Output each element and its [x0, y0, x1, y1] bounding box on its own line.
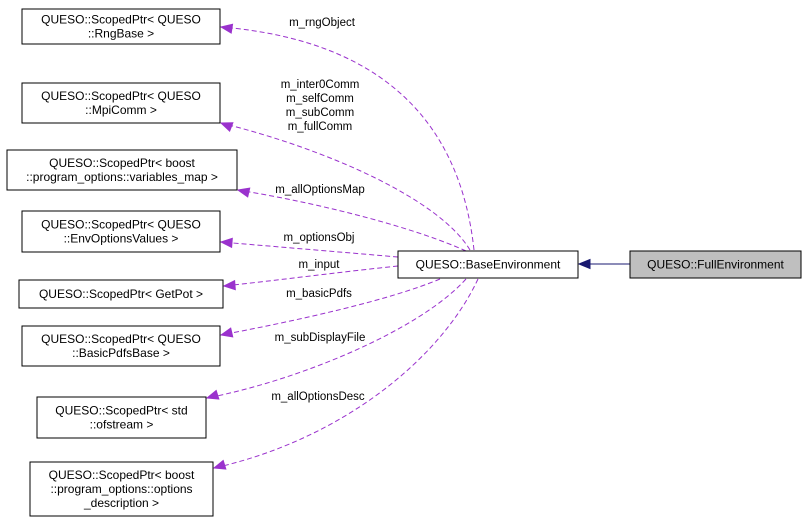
class-node-label: ::MpiComm >	[85, 103, 157, 117]
class-node-box	[629, 250, 802, 279]
class-node-basicpdfs[interactable]: QUESO::ScopedPtr< QUESO::BasicPdfsBase >	[21, 325, 221, 367]
class-node-label: ::BasicPdfsBase >	[72, 346, 170, 360]
arrowhead	[219, 327, 234, 338]
edge-label-getpot: m_input	[299, 259, 341, 271]
class-node-box	[18, 279, 224, 309]
edge-label-mpi: m_selfComm	[286, 93, 354, 105]
composition-edge-basicpdfs	[219, 278, 441, 338]
inheritance-edge	[577, 258, 630, 270]
edge-line	[206, 278, 467, 399]
composition-edge-getpot	[222, 265, 399, 291]
class-node-label: QUESO::ScopedPtr< boost	[49, 468, 195, 482]
class-node-box	[21, 82, 221, 124]
arrowhead	[205, 389, 220, 400]
class-node-varmap[interactable]: QUESO::ScopedPtr< boost::program_options…	[6, 149, 238, 191]
arrowhead	[236, 187, 251, 198]
composition-edge-rng	[219, 23, 475, 251]
class-node-label: ::RngBase >	[88, 27, 154, 41]
composition-edge-optdesc	[212, 278, 479, 470]
edge-line	[220, 278, 441, 336]
edge-label-varmap: m_allOptionsMap	[275, 184, 364, 196]
edge-line	[220, 122, 471, 251]
class-node-optdesc[interactable]: QUESO::ScopedPtr< boost::program_options…	[29, 461, 214, 517]
class-node-label: _description >	[83, 496, 159, 510]
class-node-label: QUESO::ScopedPtr< GetPot >	[39, 287, 203, 301]
class-node-base[interactable]: QUESO::BaseEnvironment	[397, 250, 579, 279]
class-node-box	[21, 210, 221, 253]
edge-line	[213, 278, 479, 469]
composition-edge-ofstream	[205, 278, 467, 400]
class-node-box	[21, 325, 221, 367]
class-node-label: ::ofstream >	[90, 418, 154, 432]
class-node-label: ::program_options::variables_map >	[26, 170, 218, 184]
arrowhead	[577, 258, 591, 270]
arrowhead	[212, 459, 227, 470]
edge-label-mpi: m_inter0Comm	[281, 79, 360, 91]
edge-label-envopts: m_optionsObj	[284, 232, 355, 244]
arrowhead	[219, 122, 234, 133]
edge-label-basicpdfs: m_basicPdfs	[286, 288, 352, 300]
class-node-label: QUESO::ScopedPtr< boost	[49, 156, 195, 170]
composition-edge-mpi	[219, 122, 471, 251]
class-node-label: QUESO::ScopedPtr< QUESO	[41, 89, 201, 103]
class-node-full[interactable]: QUESO::FullEnvironment	[629, 250, 802, 279]
class-node-label: QUESO::ScopedPtr< QUESO	[41, 332, 201, 346]
arrowhead	[222, 279, 236, 291]
composition-edge-envopts	[219, 237, 399, 258]
class-node-rng[interactable]: QUESO::ScopedPtr< QUESO::RngBase >	[21, 8, 221, 45]
class-node-label: QUESO::ScopedPtr< QUESO	[41, 13, 201, 27]
class-node-mpi[interactable]: QUESO::ScopedPtr< QUESO::MpiComm >	[21, 82, 221, 124]
class-node-box	[21, 8, 221, 45]
edge-line	[237, 189, 467, 252]
edge-label-optdesc: m_allOptionsDesc	[271, 391, 365, 403]
edge-line	[220, 241, 399, 258]
class-node-label: QUESO::ScopedPtr< QUESO	[41, 218, 201, 232]
edge-line	[223, 265, 399, 287]
class-node-box	[29, 461, 214, 517]
arrowhead	[219, 23, 234, 34]
class-node-label: ::program_options::options	[50, 482, 192, 496]
edge-label-mpi: m_subComm	[286, 107, 354, 119]
class-node-box	[6, 149, 238, 191]
edge-label-rng: m_rngObject	[289, 17, 356, 29]
arrowhead	[219, 237, 233, 249]
class-node-label: QUESO::FullEnvironment	[647, 258, 784, 272]
edge-line	[220, 26, 475, 251]
class-node-ofstream[interactable]: QUESO::ScopedPtr< std::ofstream >	[36, 396, 207, 439]
class-node-box	[397, 250, 579, 279]
composition-edge-varmap	[236, 187, 467, 252]
class-node-label: ::EnvOptionsValues >	[64, 232, 179, 246]
class-node-getpot[interactable]: QUESO::ScopedPtr< GetPot >	[18, 279, 224, 309]
edge-label-mpi: m_fullComm	[288, 121, 353, 133]
class-node-label: QUESO::BaseEnvironment	[416, 258, 561, 272]
class-node-envopts[interactable]: QUESO::ScopedPtr< QUESO::EnvOptionsValue…	[21, 210, 221, 253]
edge-label-ofstream: m_subDisplayFile	[275, 332, 366, 344]
class-node-box	[36, 396, 207, 439]
class-node-label: QUESO::ScopedPtr< std	[55, 404, 187, 418]
